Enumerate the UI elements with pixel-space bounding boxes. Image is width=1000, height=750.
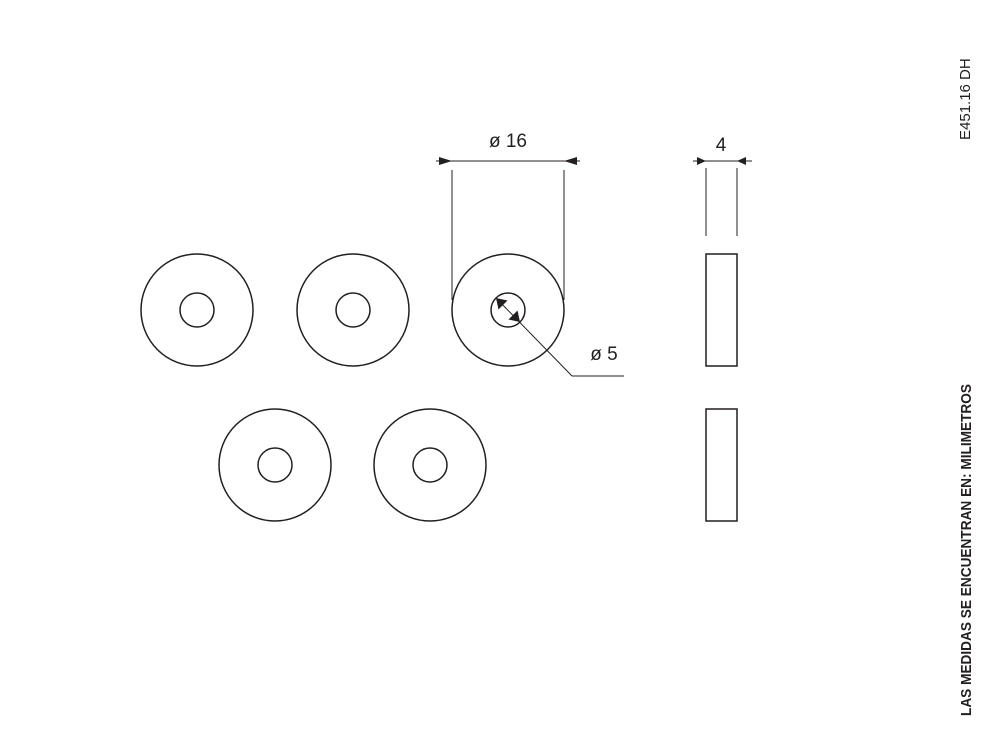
washer-3-inner-hole (490, 292, 526, 328)
washer-2-outer-circle (296, 253, 410, 367)
washer-5-outer-circle (373, 408, 487, 522)
outer-diameter-dimension: ø 16 (436, 131, 580, 300)
leader-line-diagonal (495, 297, 573, 377)
arrow-upper (496, 298, 508, 310)
washer-2 (296, 253, 410, 367)
washer-3 (451, 253, 565, 367)
side-view-2 (705, 408, 738, 522)
washer-front-views (140, 253, 565, 522)
thickness-arrow-left (697, 157, 706, 165)
thickness-dimension: 4 (693, 135, 752, 236)
washer-4-inner-hole (257, 447, 293, 483)
thickness-arrow-right (737, 157, 746, 165)
outer-diameter-label: ø 16 (489, 131, 527, 152)
inner-diameter-dimension: ø 5 (495, 297, 624, 377)
washer-1-inner-hole (179, 292, 215, 328)
inner-diameter-label: ø 5 (590, 344, 617, 365)
washer-4-outer-circle (218, 408, 332, 522)
thickness-label: 4 (716, 135, 727, 156)
arrow-right (564, 157, 577, 165)
washer-1 (140, 253, 254, 367)
washer-5 (373, 408, 487, 522)
arrow-left (439, 157, 452, 165)
part-code: E451.16 DH (957, 58, 974, 140)
arrow-lower (508, 310, 520, 322)
washer-5-inner-hole (412, 447, 448, 483)
washer-4 (218, 408, 332, 522)
side-view-1 (705, 253, 738, 367)
washer-1-outer-circle (140, 253, 254, 367)
units-note: LAS MEDIDAS SE ENCUENTRAN EN: MILIMETROS (958, 384, 975, 716)
washer-side-views (705, 253, 738, 522)
washer-3-outer-circle (451, 253, 565, 367)
washer-2-inner-hole (335, 292, 371, 328)
